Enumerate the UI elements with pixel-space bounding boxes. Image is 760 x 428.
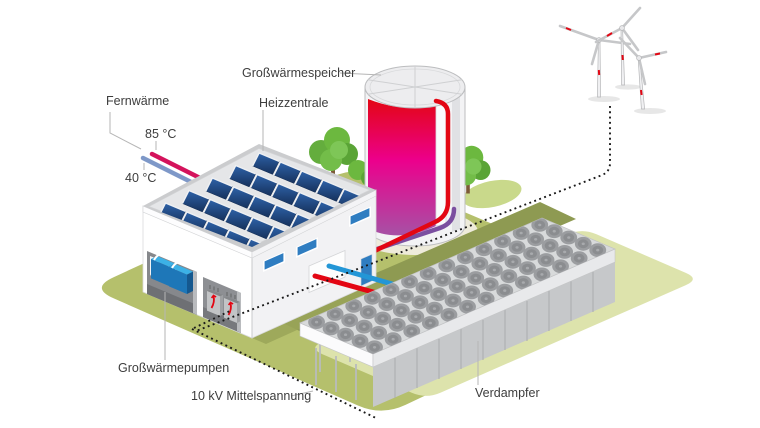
transformer-unit <box>207 285 223 316</box>
label-grosswaermespeicher: Großwärmespeicher <box>242 66 356 80</box>
label-temp-40: 40 °C <box>125 171 157 185</box>
wind-turbine-icon <box>618 36 668 110</box>
leader-lines <box>109 72 479 397</box>
heat-pump-unit <box>169 261 193 294</box>
heat-storage-tank <box>364 65 466 247</box>
heating-plant-building <box>142 144 390 344</box>
label-mittelspannung: 10 kV Mittelspannung <box>191 389 312 403</box>
purple-pipe <box>365 206 457 255</box>
pipe-recess <box>308 249 346 294</box>
door <box>360 253 373 287</box>
wind-turbine-icon <box>594 6 642 86</box>
evaporator-field <box>299 217 616 407</box>
label-verdampfer: Verdampfer <box>475 386 540 400</box>
tank-red-pipe <box>359 98 451 260</box>
transformer-bay <box>203 277 241 333</box>
district-heating-supply-pipe <box>149 151 209 184</box>
evaporator-base-wall <box>373 262 615 407</box>
label-heizzentrale: Heizzentrale <box>259 96 329 110</box>
grass-mound <box>462 179 522 209</box>
medium-voltage-line <box>191 106 611 420</box>
tank-inner-wall <box>435 103 447 227</box>
heat-pump-bay <box>147 251 197 315</box>
label-grosswaermepumpen: Großwärmepumpen <box>118 361 230 375</box>
label-fernwaerme: Fernwärme <box>106 94 170 108</box>
wind-turbines <box>558 6 668 114</box>
tank-charge-gradient <box>368 99 436 236</box>
label-temp-85: 85 °C <box>145 127 177 141</box>
